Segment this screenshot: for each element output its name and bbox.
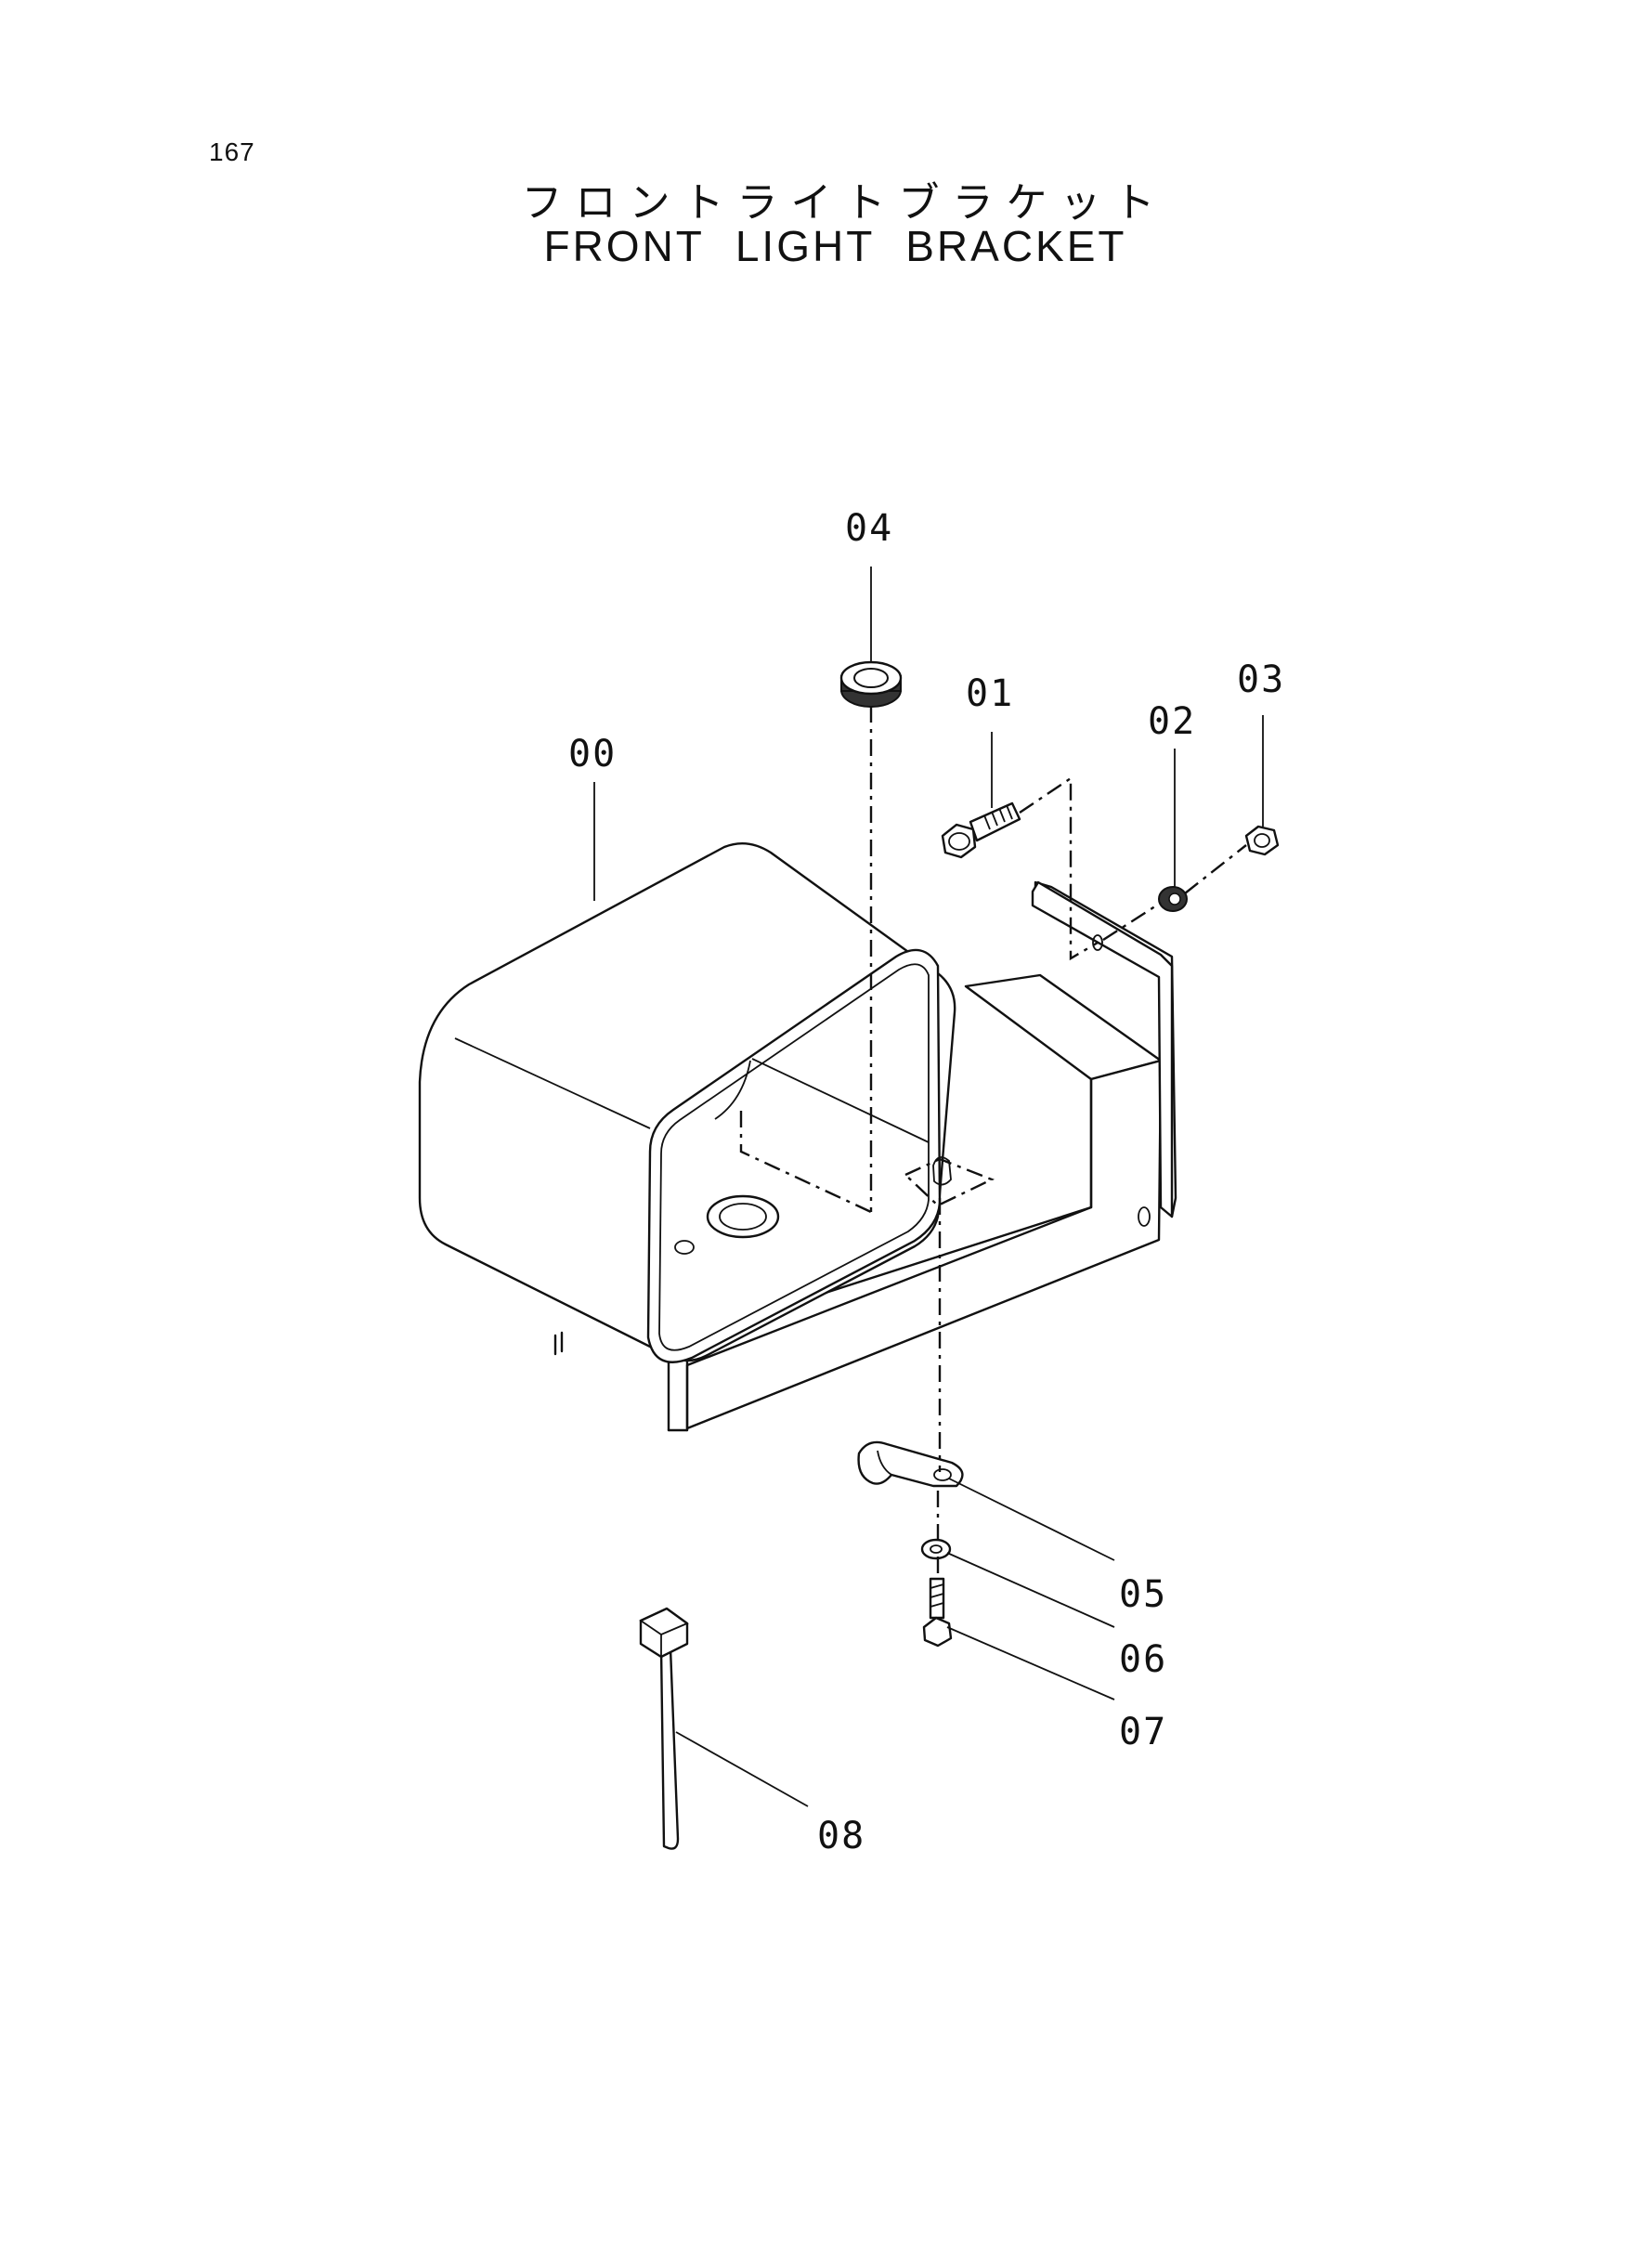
callout-06: 06 [1119,1638,1167,1681]
callout-05: 05 [1119,1573,1167,1616]
leader-lines [593,567,1264,1807]
part-06-washer [920,1538,952,1560]
callout-03: 03 [1237,658,1285,701]
part-03-nut [1244,825,1280,856]
bracket-body [418,841,1177,1432]
callout-02: 02 [1148,700,1196,743]
part-02-washer [1158,886,1188,912]
assembly-lines [739,706,1247,1579]
callout-01: 01 [966,672,1014,715]
callout-labels: 00 01 02 03 04 05 06 07 08 [568,507,1285,1857]
callout-07: 07 [1119,1711,1167,1753]
callout-04: 04 [845,507,893,550]
page-number: 167 [209,137,255,166]
part-08-cable-tie [639,1607,689,1850]
part-01-bolt [941,801,1021,859]
callout-00: 00 [568,733,617,775]
callout-08: 08 [817,1815,865,1857]
page-title-english: FRONT LIGHT BRACKET [543,222,1127,270]
page-title-japanese: フロントライトブラケット [521,179,1168,227]
part-07-screw [922,1577,953,1648]
part-05-clip [857,1440,964,1488]
part-04-grommet [839,660,903,708]
